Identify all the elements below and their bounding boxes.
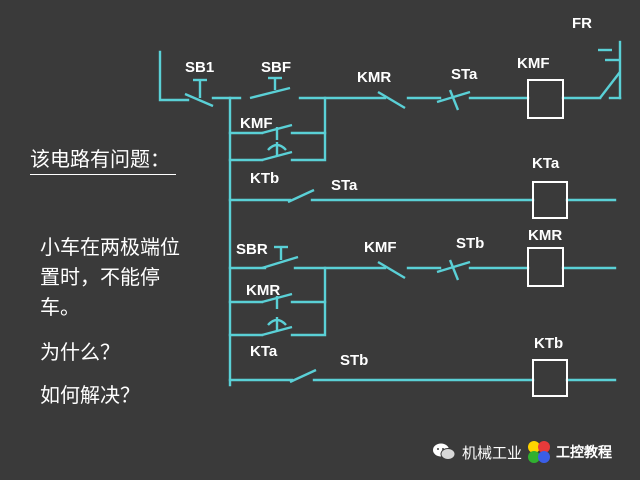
- ktb-coil: [532, 359, 568, 397]
- label-stb-nc: STb: [456, 235, 484, 252]
- label-kmf-coil: KMF: [517, 55, 550, 72]
- question-problem: 该电路有问题：: [30, 146, 176, 175]
- watermark-account: 机械工业: [462, 443, 523, 462]
- sbr-contact: [261, 245, 299, 270]
- label-kmr-seal: KMR: [246, 282, 280, 299]
- watermark-site: 工控教程: [556, 445, 613, 461]
- sta-no-contact: [287, 188, 315, 204]
- label-sbf: SBF: [261, 59, 291, 76]
- coils: [527, 79, 568, 397]
- kmf-seal-contact: [261, 123, 293, 140]
- label-kmf-seal: KMF: [240, 115, 273, 132]
- sb1-contact: [184, 78, 214, 108]
- wires: [158, 40, 622, 387]
- kmf-coil: [527, 79, 564, 119]
- site-logo-icon: [528, 441, 551, 463]
- label-kta-coil: KTa: [532, 155, 560, 172]
- fr-contact: [598, 48, 621, 99]
- watermark: 机械工业 工控教程: [432, 438, 612, 466]
- label-sta-nc-top: STa: [451, 66, 478, 83]
- label-ktb-coil: KTb: [534, 335, 563, 352]
- label-sb1: SB1: [185, 59, 214, 76]
- kmr-seal-contact: [261, 292, 293, 309]
- question-symptom: 小车在两极端位置时，不能停车。: [40, 235, 180, 319]
- label-kmf-nc-bottom: KMF: [364, 239, 397, 256]
- label-stb-no: STb: [340, 352, 368, 369]
- contacts: [184, 48, 621, 384]
- label-kmr-coil: KMR: [528, 227, 562, 244]
- label-sbr: SBR: [236, 241, 268, 258]
- label-kmr-nc-top: KMR: [357, 69, 391, 86]
- diagram-labels: FR SB1 SBF KMR STa KMF KMF KTb STa KTa S…: [185, 15, 592, 369]
- label-ktb-contact: KTb: [250, 170, 279, 187]
- kmr-nc-contact-top: [377, 90, 406, 110]
- label-kta-contact: KTa: [250, 343, 278, 360]
- label-fr: FR: [572, 15, 592, 32]
- kta-coil: [532, 181, 568, 219]
- label-sta-no: STa: [331, 177, 358, 194]
- stb-no-contact: [289, 368, 317, 384]
- sbf-contact: [249, 76, 291, 100]
- ktb-time-contact: [261, 142, 293, 162]
- wechat-icon: [433, 443, 456, 460]
- kmf-nc-contact-bottom: [377, 260, 406, 280]
- question-how: 如何解决？: [40, 383, 140, 407]
- kmr-coil: [527, 247, 564, 287]
- stb-nc-contact: [436, 259, 471, 281]
- kta-time-contact: [261, 317, 293, 337]
- question-why: 为什么？: [40, 340, 120, 364]
- sta-nc-contact-top: [436, 89, 471, 111]
